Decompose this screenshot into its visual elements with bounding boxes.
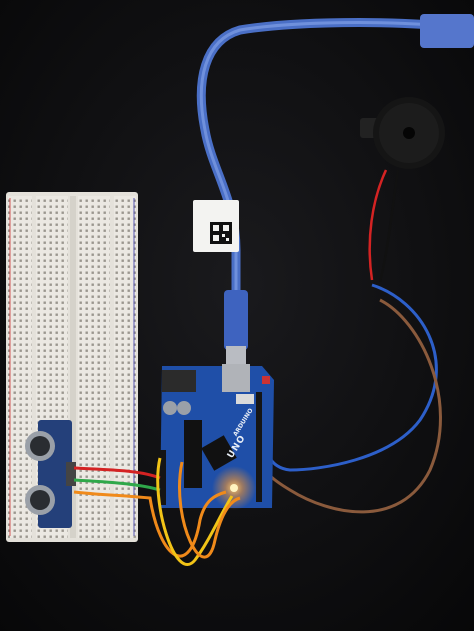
red-jumper-wire [73, 466, 161, 480]
usb-cable-icon [196, 14, 474, 366]
yellow-jumper-wire [156, 457, 234, 566]
green-jumper-wire [73, 478, 161, 492]
qr-code-icon [193, 200, 239, 252]
blue-wire [263, 283, 438, 472]
buzzer-black-lead [378, 169, 400, 283]
ultrasonic-sensor-icon [25, 420, 76, 528]
arduino-uno-board [160, 364, 274, 508]
orange-loop-wire [178, 461, 241, 559]
brown-wire [260, 298, 442, 514]
buzzer-icon [360, 97, 445, 169]
buzzer-red-lead [368, 169, 388, 281]
